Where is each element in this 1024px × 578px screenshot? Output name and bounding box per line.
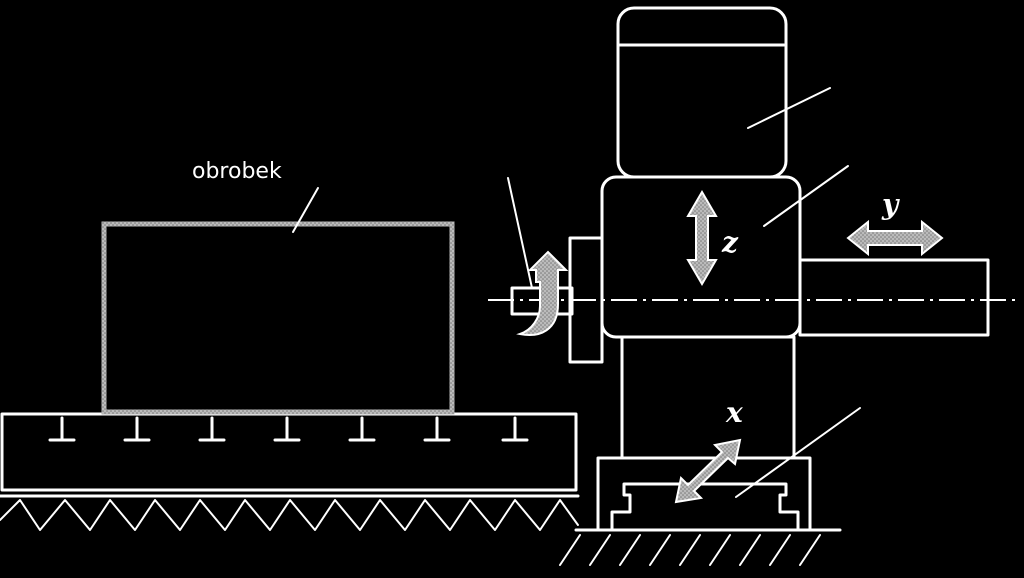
motor-housing: [616, 6, 831, 179]
workpiece-label: obrobek: [192, 159, 282, 184]
machine-table: [0, 412, 578, 492]
axis-x-label: x: [725, 396, 743, 429]
column-body: [620, 335, 796, 460]
rotation-arrow-icon: [516, 250, 569, 336]
t-slots: [48, 416, 529, 442]
workpiece: obrobek: [101, 159, 455, 415]
double-arrow-vertical-icon: z: [686, 190, 739, 286]
axis-z-label: z: [721, 226, 739, 259]
axis-y-label: y: [881, 188, 900, 221]
double-arrow-horizontal-icon: y: [846, 188, 944, 257]
ram-arm: [798, 258, 990, 337]
double-arrow-diagonal-icon: x: [674, 396, 743, 504]
